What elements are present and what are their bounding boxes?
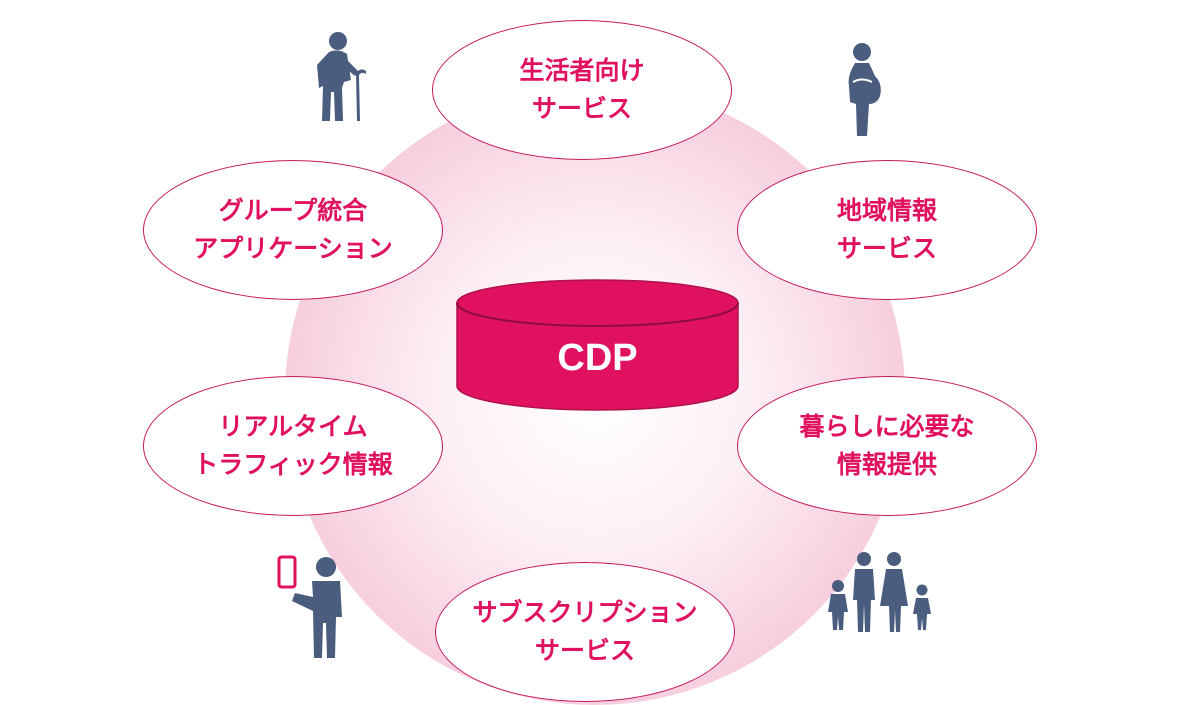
service-realtime-traffic: リアルタイム トラフィック情報 — [143, 376, 443, 516]
family-icon — [828, 552, 931, 632]
service-consumer-line2: サービス — [531, 94, 632, 123]
service-group-app: グループ統合 アプリケーション — [143, 160, 443, 300]
service-realtime-traffic-line1: リアルタイム — [218, 412, 368, 441]
service-subscription: サブスクリプション サービス — [435, 562, 735, 702]
service-group-app-line2: アプリケーション — [193, 234, 393, 263]
service-regional-info-line1: 地域情報 — [836, 196, 937, 225]
service-realtime-traffic-line2: トラフィック情報 — [193, 450, 393, 479]
pregnant-woman-icon — [848, 43, 881, 136]
service-subscription-line1: サブスクリプション — [472, 598, 698, 627]
cdp-database-icon — [456, 279, 739, 411]
service-life-info-line1: 暮らしに必要な — [799, 412, 975, 441]
service-regional-info: 地域情報 サービス — [737, 160, 1037, 300]
service-group-app-line1: グループ統合 — [218, 196, 368, 225]
service-life-info: 暮らしに必要な 情報提供 — [737, 376, 1037, 516]
smartphone-user-icon — [277, 555, 342, 658]
service-consumer: 生活者向け サービス — [432, 20, 732, 160]
service-regional-info-line2: サービス — [836, 234, 937, 263]
service-subscription-line2: サービス — [534, 636, 635, 665]
elderly-person-icon — [317, 32, 366, 121]
cdp-label: CDP — [557, 337, 638, 379]
service-life-info-line2: 情報提供 — [836, 450, 937, 479]
service-consumer-line1: 生活者向け — [519, 56, 645, 85]
